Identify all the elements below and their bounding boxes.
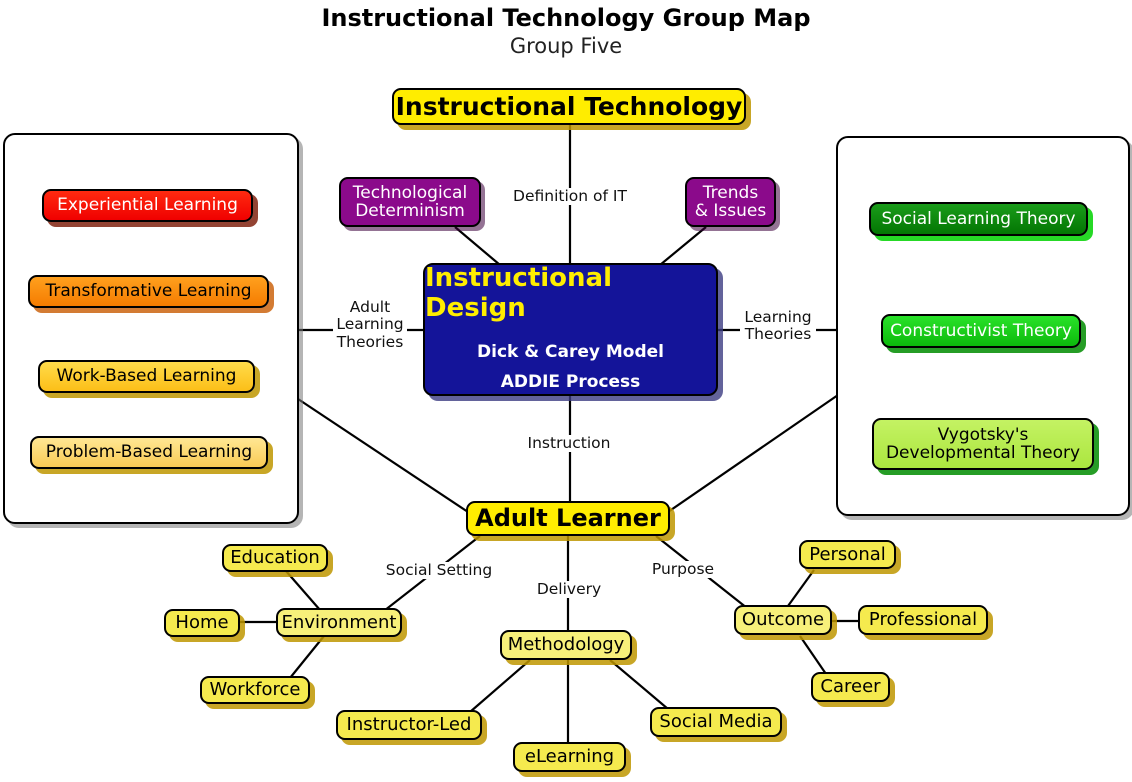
node-label: Methodology (507, 634, 625, 656)
edge-label-instruction: Instruction (512, 434, 626, 453)
node-vygotskys-developmental-theory[interactable]: Vygotsky's Developmental Theory (872, 418, 1094, 470)
node-label: Social Learning Theory (881, 208, 1076, 229)
node-label: Problem-Based Learning (45, 442, 253, 463)
center-heading: Instructional Design (425, 262, 613, 323)
node-label: Vygotsky's Developmental Theory (885, 424, 1081, 463)
node-professional[interactable]: Professional (858, 605, 988, 635)
page-subtitle: Group Five (509, 34, 623, 58)
edge-label-definition-of-it: Definition of IT (502, 187, 638, 206)
node-label: Constructivist Theory (890, 320, 1072, 341)
node-technological-determinism[interactable]: Technological Determinism (339, 177, 481, 227)
node-environment[interactable]: Environment (276, 608, 402, 637)
node-label: eLearning (524, 746, 615, 768)
node-label: Work-Based Learning (56, 366, 237, 387)
center-line-2: ADDIE Process (500, 371, 641, 392)
node-label: Outcome (741, 609, 825, 631)
node-label: Environment (281, 611, 397, 633)
node-label: Workforce (209, 679, 301, 701)
edge-label-social-setting: Social Setting (380, 561, 498, 580)
node-constructivist-theory[interactable]: Constructivist Theory (881, 314, 1081, 348)
node-label: Instructional Technology (395, 92, 743, 121)
node-outcome[interactable]: Outcome (734, 605, 832, 635)
node-work-based-learning[interactable]: Work-Based Learning (38, 360, 255, 393)
node-instructor-led[interactable]: Instructor-Led (336, 710, 482, 740)
node-elearning[interactable]: eLearning (513, 742, 626, 772)
node-label: Instructor-Led (346, 714, 472, 736)
edge-label-purpose: Purpose (646, 560, 720, 579)
node-label: Technological Determinism (352, 182, 468, 221)
node-label: Personal (809, 543, 886, 565)
node-experiential-learning[interactable]: Experiential Learning (42, 189, 253, 222)
node-label: Transformative Learning (45, 281, 252, 302)
node-instructional-technology[interactable]: Instructional Technology (392, 88, 746, 125)
node-personal[interactable]: Personal (799, 540, 896, 569)
node-label: Education (230, 547, 320, 569)
node-social-learning-theory[interactable]: Social Learning Theory (869, 202, 1088, 236)
node-methodology[interactable]: Methodology (500, 630, 632, 660)
node-workforce[interactable]: Workforce (200, 676, 310, 704)
node-label: Experiential Learning (57, 195, 238, 216)
node-label: Home (175, 612, 229, 634)
node-career[interactable]: Career (811, 672, 890, 702)
node-trends-and-issues[interactable]: Trends & Issues (685, 177, 776, 227)
node-problem-based-learning[interactable]: Problem-Based Learning (30, 436, 268, 469)
node-home[interactable]: Home (164, 609, 240, 637)
node-adult-learner[interactable]: Adult Learner (466, 501, 670, 536)
node-transformative-learning[interactable]: Transformative Learning (28, 275, 269, 308)
edge-label-delivery: Delivery (532, 580, 606, 599)
center-line-1: Dick & Carey Model (477, 341, 664, 362)
edge-label-adult-learning-theories: Adult Learning Theories (333, 298, 407, 352)
node-instructional-design[interactable]: Instructional Design Dick & Carey Model … (423, 263, 718, 396)
page-title: Instructional Technology Group Map (321, 4, 811, 32)
node-label: Social Media (659, 711, 773, 733)
node-label: Career (820, 676, 881, 698)
node-education[interactable]: Education (222, 544, 328, 572)
node-label: Trends & Issues (694, 182, 767, 221)
node-label: Professional (868, 609, 978, 631)
node-label: Adult Learner (475, 503, 661, 532)
edge-label-learning-theories: Learning Theories (740, 308, 816, 344)
node-social-media[interactable]: Social Media (650, 707, 782, 737)
